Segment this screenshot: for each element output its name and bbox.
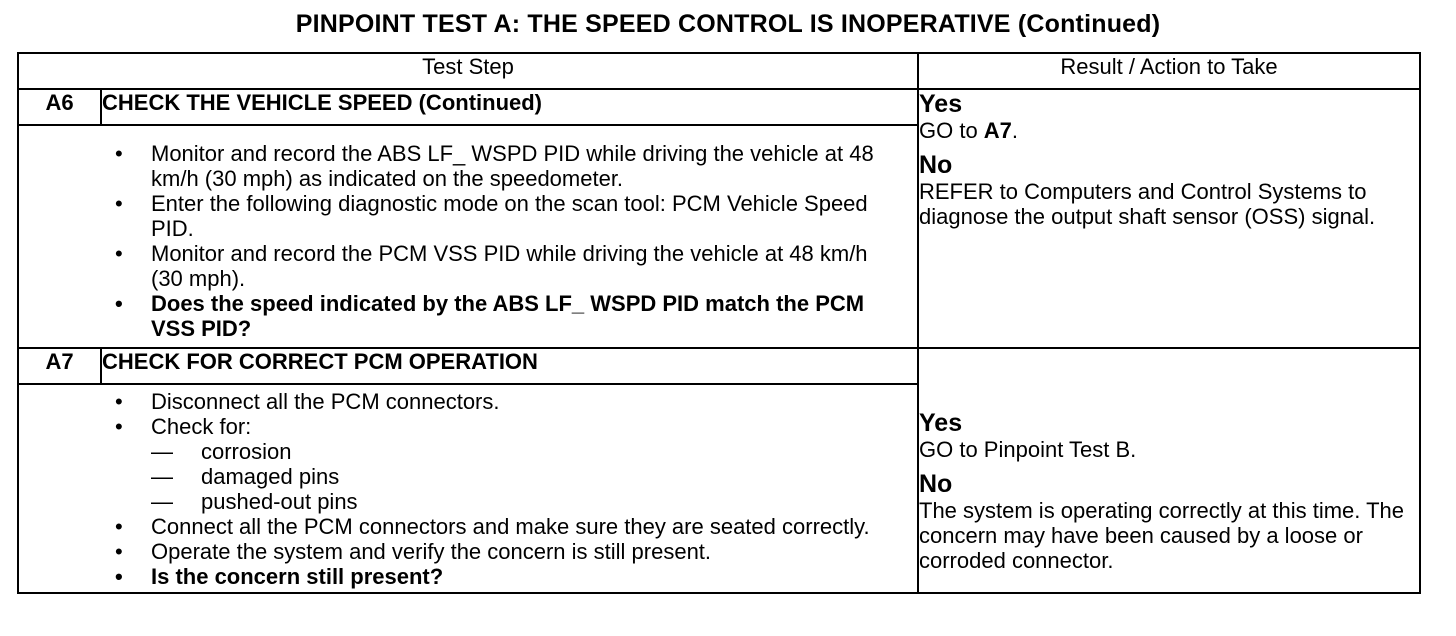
list-item: • Check for: — corrosion — damaged pins — pu… — [19, 414, 887, 514]
list-item-text: Monitor and record the PCM VSS PID while… — [151, 241, 868, 291]
bullet-icon: • — [115, 241, 123, 266]
sublist-item-text: corrosion — [201, 439, 292, 464]
table-header-row: Test Step Result / Action to Take — [17, 52, 1421, 90]
bullet-icon: • — [115, 414, 123, 439]
list-item-text: Check for: — [151, 414, 252, 439]
bullet-icon: • — [115, 191, 123, 216]
question-text-a7: Is the concern still present? — [151, 564, 444, 589]
yes-link-a7: A7 — [983, 118, 1012, 143]
sublist-item: — pushed-out pins — [151, 489, 887, 514]
result-a6: Yes GO to A7. No REFER to Computers and … — [917, 88, 1421, 349]
step-body-a7: • Disconnect all the PCM connectors. • Che… — [17, 383, 919, 594]
bullet-icon: • — [115, 291, 123, 316]
no-label-a6: No — [919, 151, 953, 179]
yes-label-a6: Yes — [919, 90, 963, 118]
step-id-a7: A7 — [17, 347, 102, 385]
step-body-a6: • Monitor and record the ABS LF_ WSPD PID… — [17, 124, 919, 349]
question-item: • Is the concern still present? — [19, 564, 887, 589]
list-item: • Monitor and record the PCM VSS PID whil… — [19, 241, 877, 291]
list-item: • Monitor and record the ABS LF_ WSPD PID… — [19, 141, 877, 191]
pinpoint-test-table: Test Step Result / Action to Take A6 CHE… — [17, 52, 1421, 594]
step-title-a6: CHECK THE VEHICLE SPEED (Continued) — [100, 88, 919, 126]
bullet-icon: • — [115, 514, 123, 539]
result-a7: Yes GO to Pinpoint Test B. No The system… — [917, 347, 1421, 594]
header-test-step: Test Step — [17, 52, 919, 90]
yes-text-a7: GO to Pinpoint Test B. — [919, 437, 1137, 462]
list-item: • Enter the following diagnostic mode on … — [19, 191, 877, 241]
question-text-a6: Does the speed indicated by the ABS LF_ … — [151, 291, 865, 341]
list-item-text: Operate the system and verify the concer… — [151, 539, 712, 564]
list-item-text: Enter the following diagnostic mode on t… — [151, 191, 868, 241]
list-item-text: Monitor and record the ABS LF_ WSPD PID … — [151, 141, 874, 191]
dash-icon: — — [151, 439, 173, 464]
yes-text-a6: GO to A7. — [919, 118, 1419, 143]
step-a6-body-row: • Monitor and record the ABS LF_ WSPD PID… — [17, 124, 1420, 349]
check-sublist: — corrosion — damaged pins — pushed-out pin… — [151, 439, 887, 514]
yes-text-prefix-a6: GO to — [919, 118, 984, 143]
no-text-a7: The system is operating correctly at thi… — [919, 498, 1404, 573]
step-a6-list: • Monitor and record the ABS LF_ WSPD PID… — [19, 141, 917, 341]
bullet-icon: • — [115, 141, 123, 166]
sublist-item-text: damaged pins — [201, 464, 340, 489]
step-a7-body-row: • Disconnect all the PCM connectors. • Che… — [17, 383, 1420, 594]
list-item: • Operate the system and verify the conce… — [19, 539, 887, 564]
sublist-item: — corrosion — [151, 439, 887, 464]
list-item-text: Connect all the PCM connectors and make … — [151, 514, 870, 539]
step-a7-title-row: A7 CHECK FOR CORRECT PCM OPERATION Yes G… — [17, 347, 1421, 594]
dash-icon: — — [151, 464, 173, 489]
yes-text-suffix-a6: . — [1011, 118, 1019, 143]
header-result-action: Result / Action to Take — [917, 52, 1421, 90]
sublist-item: — damaged pins — [151, 464, 887, 489]
list-item-text: Disconnect all the PCM connectors. — [151, 389, 500, 414]
page-title: PINPOINT TEST A: THE SPEED CONTROL IS IN… — [295, 10, 1161, 38]
yes-label-a7: Yes — [919, 409, 963, 437]
step-a6-title-row: A6 CHECK THE VEHICLE SPEED (Continued) Y… — [17, 88, 1421, 349]
step-id-a6: A6 — [17, 88, 102, 126]
bullet-icon: • — [115, 539, 123, 564]
step-a7-list: • Disconnect all the PCM connectors. • Che… — [19, 389, 917, 589]
sublist-item-text: pushed-out pins — [201, 489, 358, 514]
list-item: • Disconnect all the PCM connectors. — [19, 389, 887, 414]
no-text-a6: REFER to Computers and Control Systems t… — [919, 179, 1376, 229]
no-label-a7: No — [919, 470, 953, 498]
step-title-a7: CHECK FOR CORRECT PCM OPERATION — [100, 347, 919, 385]
bullet-icon: • — [115, 564, 123, 589]
dash-icon: — — [151, 489, 173, 514]
question-item: • Does the speed indicated by the ABS LF_… — [19, 291, 877, 341]
list-item: • Connect all the PCM connectors and make… — [19, 514, 887, 539]
bullet-icon: • — [115, 389, 123, 414]
